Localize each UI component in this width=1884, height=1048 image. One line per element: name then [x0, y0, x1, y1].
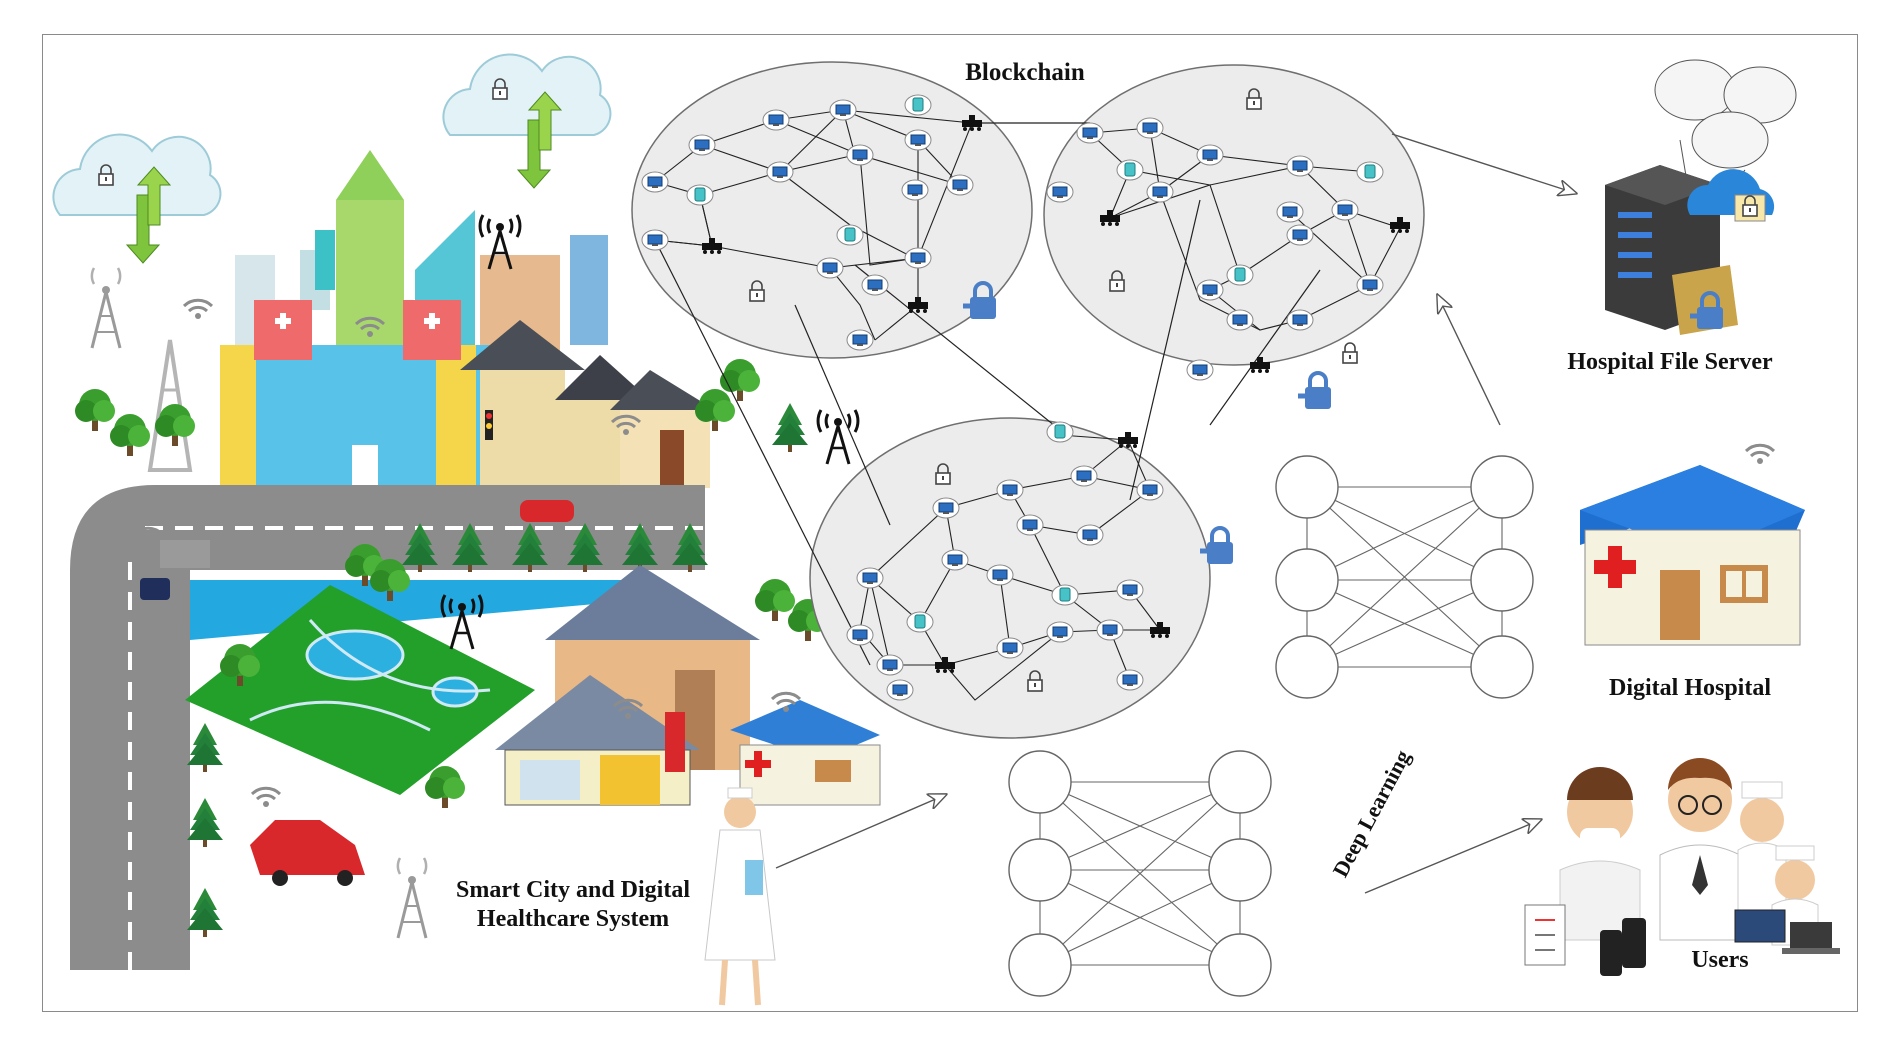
cloud-lock-icon — [442, 53, 612, 136]
red-cross-icon — [745, 751, 771, 777]
hospital-file-server-label: Hospital File Server — [1567, 349, 1773, 375]
upload-download-arrow-icon — [125, 166, 172, 264]
flow-arrows — [775, 133, 1575, 894]
wifi-icon — [182, 298, 214, 321]
red-cross-icon — [1594, 546, 1636, 588]
arrow — [1391, 133, 1575, 193]
upload-download-arrow-icon — [516, 91, 563, 189]
arrow — [1364, 820, 1540, 894]
mini-blockchain-icon — [1654, 59, 1797, 201]
arrow — [1438, 296, 1501, 426]
arrow — [775, 795, 945, 869]
smart-city-label-line1: Smart City and Digital — [456, 877, 690, 903]
blockchain-cluster — [631, 61, 1033, 359]
smartphone-icon — [1622, 918, 1646, 968]
wifi-icon — [250, 786, 282, 809]
red-cross-icon — [424, 313, 440, 329]
car — [520, 500, 574, 522]
park — [185, 585, 535, 795]
hospital-file-server — [1605, 59, 1797, 335]
smartphone-icon — [1600, 930, 1622, 976]
neural-network-top — [1275, 455, 1534, 699]
users-group — [1524, 758, 1840, 976]
padlock-icon — [1298, 373, 1331, 409]
digital-hospital — [1580, 443, 1805, 646]
laptop-icon — [1790, 922, 1832, 948]
blockchain-cluster — [1043, 64, 1425, 366]
lock-icon — [1342, 342, 1358, 364]
blockchain-network — [631, 61, 1425, 739]
wifi-icon — [1744, 443, 1776, 466]
truck — [160, 540, 210, 568]
diagram-frame — [42, 34, 1858, 1012]
digital-hospital-label: Digital Hospital — [1609, 675, 1771, 701]
tablet-icon — [1734, 909, 1786, 943]
neural-network-bottom — [1008, 750, 1272, 997]
smart-city-label-line2: Healthcare System — [477, 906, 669, 932]
deep-learning-label: Deep Learning — [1327, 746, 1415, 881]
car — [250, 820, 365, 875]
cloud-lock-icon — [52, 133, 222, 216]
smart-city-illustration — [70, 150, 881, 1006]
cell-tower-icon — [396, 856, 428, 940]
red-cross-icon — [275, 313, 291, 329]
users-label: Users — [1691, 947, 1748, 973]
cell-tower-icon — [90, 266, 122, 350]
blockchain-label: Blockchain — [965, 59, 1085, 86]
nurse-figure — [704, 787, 776, 1006]
